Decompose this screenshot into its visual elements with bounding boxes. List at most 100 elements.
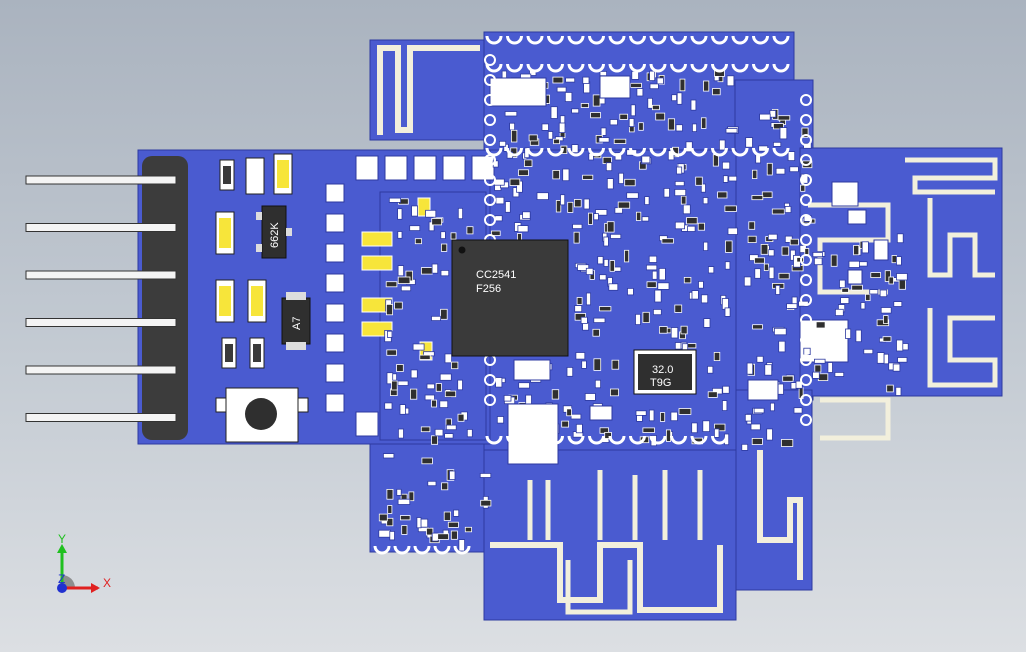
smd-part (509, 178, 521, 186)
smd-part (663, 187, 670, 198)
castellated-pad (526, 35, 544, 45)
smd-part (440, 243, 448, 252)
smd-part (676, 92, 683, 105)
smd-part (575, 423, 583, 434)
smd-part (750, 423, 761, 431)
smd-part (443, 511, 452, 521)
smd-part (552, 169, 560, 180)
smd-part (479, 472, 492, 478)
smd-part (778, 340, 786, 353)
smd-part (678, 408, 692, 415)
smd-part (675, 124, 683, 132)
smd-part (439, 373, 452, 381)
castellated-pad (588, 147, 605, 157)
mcu-marking-1: CC2541 (476, 269, 516, 281)
smd-part (747, 235, 757, 243)
smd-part (641, 155, 651, 164)
castellated-pad (484, 134, 496, 146)
smd-part (760, 243, 769, 255)
castellated-pad (433, 545, 451, 555)
smd-part (724, 307, 731, 317)
smd-part (674, 180, 685, 187)
castellated-pad (484, 214, 496, 226)
smd-part (727, 227, 738, 235)
smd-part (695, 176, 703, 186)
smd-part (839, 279, 846, 288)
castellated-pad (393, 545, 411, 555)
castellated-pad (711, 435, 728, 445)
smd-part (409, 225, 421, 231)
smd-part (708, 266, 715, 274)
smd-part (845, 328, 852, 339)
smd-part (504, 111, 518, 117)
castellated-pad (629, 63, 646, 73)
push-button (215, 387, 309, 443)
smd-part (789, 238, 799, 246)
smd-part (655, 112, 666, 121)
castellated-pad (711, 147, 728, 157)
smd-part (547, 131, 554, 140)
smd-part (649, 70, 656, 81)
smd-part (707, 365, 714, 374)
castellated-pad (629, 147, 646, 157)
smd-part (386, 517, 394, 527)
test-pad (325, 393, 345, 413)
smd-part (566, 408, 572, 417)
smd-part (681, 343, 689, 351)
smd-part (575, 352, 586, 360)
smd-part (751, 195, 764, 201)
smd-part (605, 162, 613, 172)
smd-part (642, 311, 650, 323)
castellated-pad (670, 147, 687, 157)
crystal-marking-2: T9G (650, 377, 671, 389)
castellated-pad (608, 147, 626, 157)
smd-part (707, 391, 718, 398)
castellated-pad (413, 545, 431, 555)
smd-part (610, 233, 622, 239)
smd-part (778, 272, 790, 280)
smd-part (834, 371, 845, 377)
pad (847, 209, 867, 225)
test-pads (325, 155, 495, 437)
smd-part (599, 71, 607, 77)
smd-part (703, 318, 711, 328)
z-axis-label: Z (58, 572, 65, 586)
smd-part (434, 428, 444, 437)
smd-part (769, 110, 777, 118)
smd-part (604, 431, 612, 439)
castellated-pad (800, 154, 812, 166)
smd-part (624, 249, 630, 263)
smd-part (561, 420, 570, 428)
castellated-pad (588, 35, 605, 45)
smd-part (775, 284, 781, 295)
pad (589, 405, 613, 421)
smd-part (876, 352, 885, 364)
smd-part (431, 263, 439, 274)
castellated-pad (731, 63, 749, 73)
smd-part (781, 439, 794, 447)
smd-part (756, 355, 764, 363)
castellated-pad (649, 147, 667, 157)
castellated-pad (567, 35, 585, 45)
smd-part (411, 205, 419, 217)
smd-part (458, 539, 465, 552)
smd-part (435, 383, 442, 392)
smd-part (880, 307, 892, 314)
pad (513, 359, 551, 381)
pad (489, 77, 547, 107)
smd-part (670, 327, 679, 339)
smd-part (628, 118, 635, 128)
smd-part (399, 515, 411, 521)
smd-part (651, 270, 658, 280)
smd-part (892, 363, 901, 372)
smd-part (898, 279, 906, 290)
smd-part (444, 390, 457, 398)
smd-part (408, 491, 415, 502)
castellated-pad (800, 414, 812, 426)
smd-part (777, 115, 791, 121)
castellated-pad (772, 63, 790, 73)
smd-part (608, 266, 622, 272)
smd-part (666, 429, 672, 442)
smd-part (594, 379, 601, 389)
